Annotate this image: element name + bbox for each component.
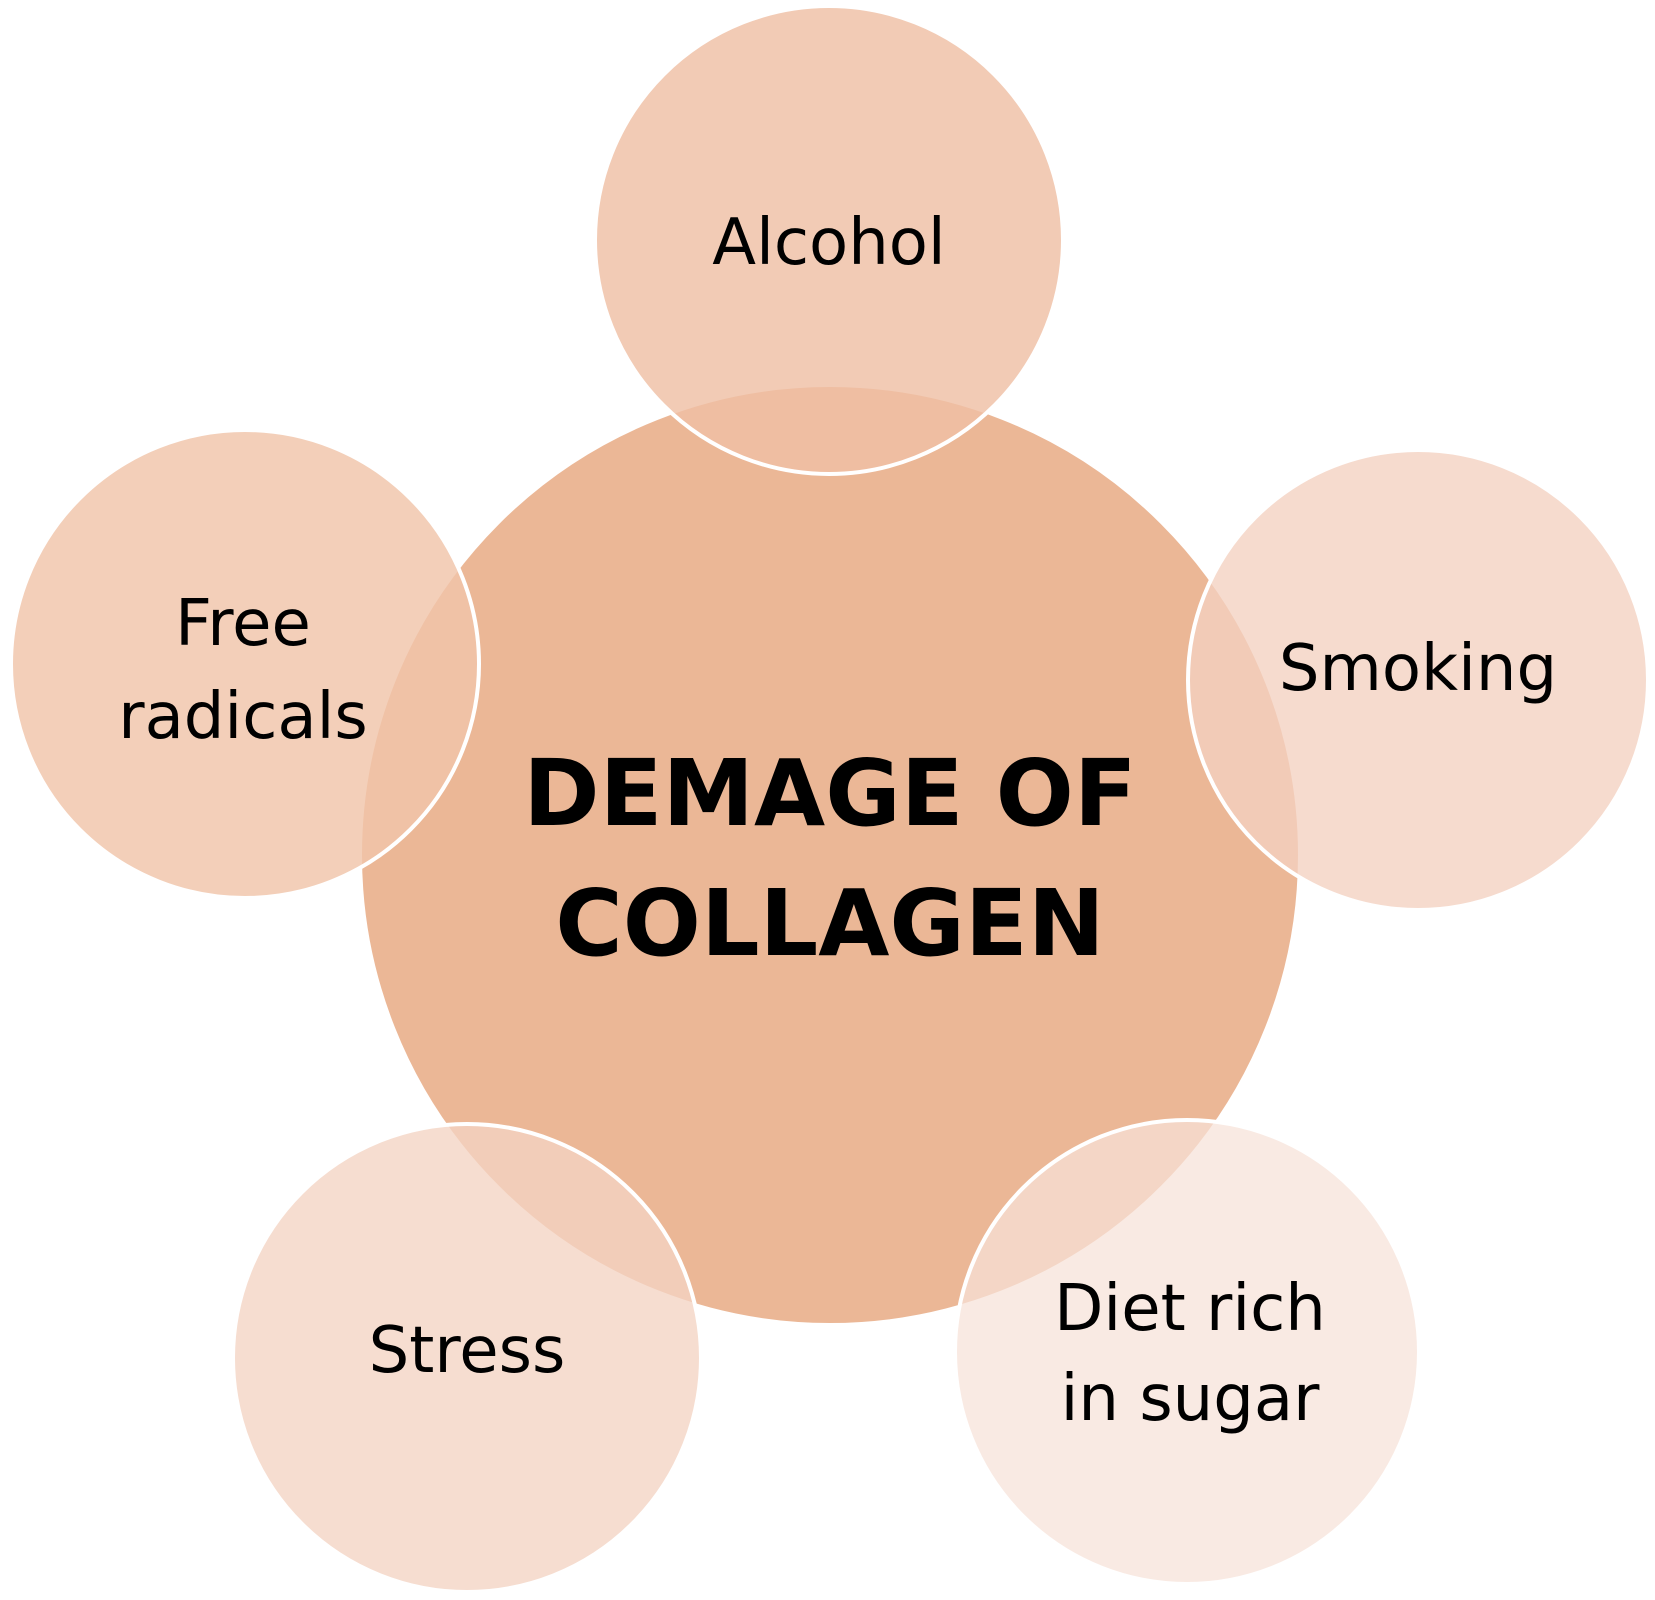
factor-smoking: Smoking (1186, 448, 1650, 912)
factor-diet: Diet rich in sugar (953, 1118, 1421, 1586)
factor-label-smoking: Smoking (1279, 632, 1557, 706)
factor-circle-stress (231, 1122, 703, 1594)
factor-free-radicals: Free radicals (9, 428, 481, 900)
factor-circle-free-radicals (9, 428, 481, 900)
factor-label-diet-line-1: Diet rich (1054, 1272, 1326, 1346)
factor-label-alcohol: Alcohol (712, 206, 945, 280)
factor-label-stress: Stress (369, 1314, 566, 1388)
factor-circle-alcohol (593, 4, 1065, 476)
factor-alcohol: Alcohol (593, 4, 1065, 476)
factor-label-free-radicals-line-2: radicals (118, 680, 367, 754)
factor-circle-diet (953, 1118, 1421, 1586)
factor-circle-smoking (1186, 448, 1650, 912)
factor-label-diet-line-2: in sugar (1061, 1362, 1320, 1436)
center-node: DEMAGE OF COLLAGEN (358, 383, 1302, 1327)
factor-label-free-radicals-line-1: Free (175, 587, 311, 661)
center-label-line-1: DEMAGE OF (523, 740, 1136, 847)
factor-stress: Stress (231, 1122, 703, 1594)
center-label-line-2: COLLAGEN (555, 870, 1105, 977)
